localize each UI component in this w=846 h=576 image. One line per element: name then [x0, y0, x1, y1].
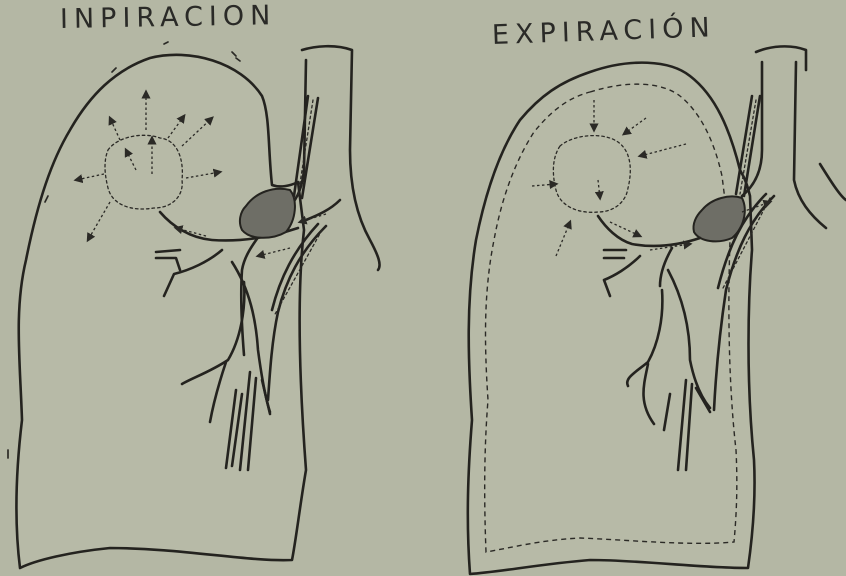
left-trachea [302, 46, 380, 270]
inspiration-lung [8, 46, 380, 568]
right-trachea [756, 46, 806, 70]
caption-mark [232, 52, 236, 56]
expiration-lung [468, 46, 846, 574]
right-lung-outline [468, 63, 755, 574]
left-lung-outline [16, 55, 306, 568]
caption-mark [164, 42, 168, 44]
